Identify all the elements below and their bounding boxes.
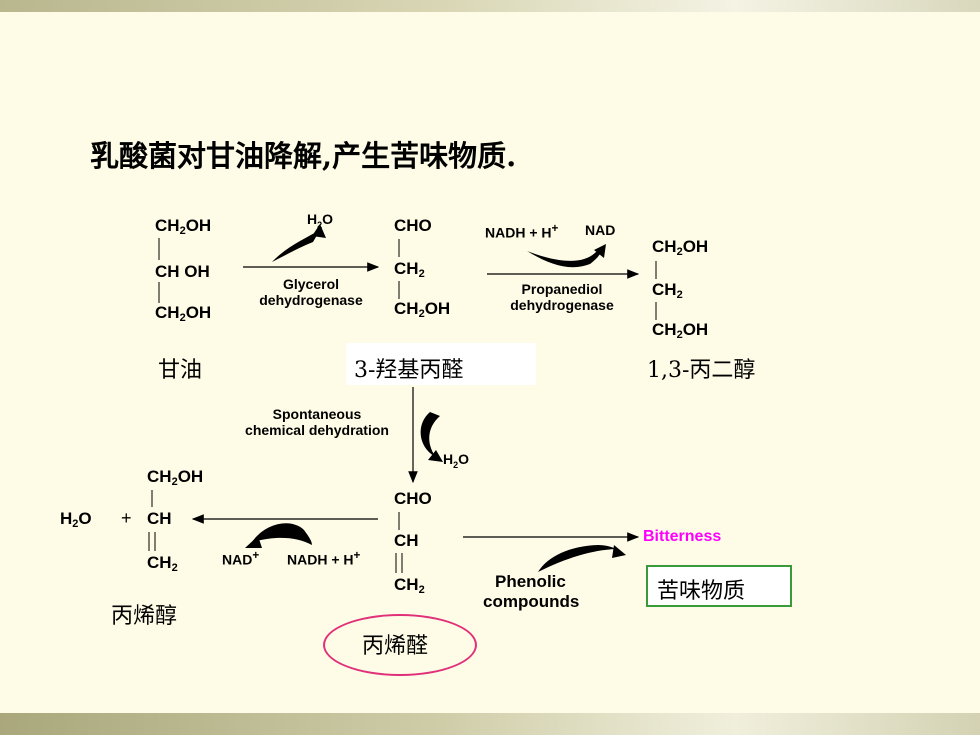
step4-curved-arrow (252, 523, 312, 545)
step1-curved-arrow (272, 230, 320, 262)
acrolein-label: 丙烯醛 (362, 634, 429, 659)
step5-curved-arrow (538, 545, 616, 572)
propanediol-c1: CH2OH (652, 237, 709, 258)
bitter-substance-label: 苦味物质 (657, 579, 746, 604)
allyl-label: 丙烯醇 (111, 604, 178, 629)
top-band (0, 0, 980, 12)
hpa-label: 3-羟基丙醛 (354, 358, 464, 383)
step1-water: H2O (307, 211, 334, 230)
acrolein-c3: CH2 (394, 575, 425, 596)
allyl-plus: + (121, 508, 132, 528)
allyl-c3: CH2 (147, 553, 178, 574)
glycerol-label: 甘油 (158, 358, 203, 383)
slide-title: 乳酸菌对甘油降解,产生苦味物质. (90, 139, 517, 173)
glycerol-c2: CH OH (155, 262, 210, 281)
step3-curved-arrow (420, 412, 440, 460)
allyl-water: H2O (60, 509, 92, 530)
hpa-c3: CH2OH (394, 299, 451, 320)
step2-cofactor-in: NADH + H+ (485, 222, 559, 241)
hpa-c1: CHO (394, 216, 432, 235)
glycerol-c1: CH2OH (155, 216, 212, 237)
bottom-band (0, 713, 980, 735)
glycerol-c3: CH2OH (155, 303, 212, 324)
hpa-c2: CH2 (394, 259, 425, 280)
step2-curved-arrow (527, 251, 602, 268)
propanediol-c3: CH2OH (652, 320, 709, 341)
step2-cofactor-out: NAD (585, 222, 616, 238)
allyl-c2: CH (147, 509, 172, 528)
propanediol-c2: CH2 (652, 280, 683, 301)
step4-cofactor-out: NAD+ (222, 549, 260, 568)
acrolein-c2: CH (394, 531, 419, 550)
bitterness-label: Bitterness (643, 528, 722, 545)
step4-cofactor-in: NADH + H+ (287, 549, 361, 568)
propanediol-label: 1,3-丙二醇 (647, 358, 756, 383)
step3-water: H2O (443, 451, 470, 470)
acrolein-highlight-ellipse (323, 614, 477, 676)
bitter-label-box (646, 565, 792, 607)
hpa-label-box (346, 343, 536, 385)
allyl-c1: CH2OH (147, 467, 204, 488)
acrolein-c1: CHO (394, 489, 432, 508)
